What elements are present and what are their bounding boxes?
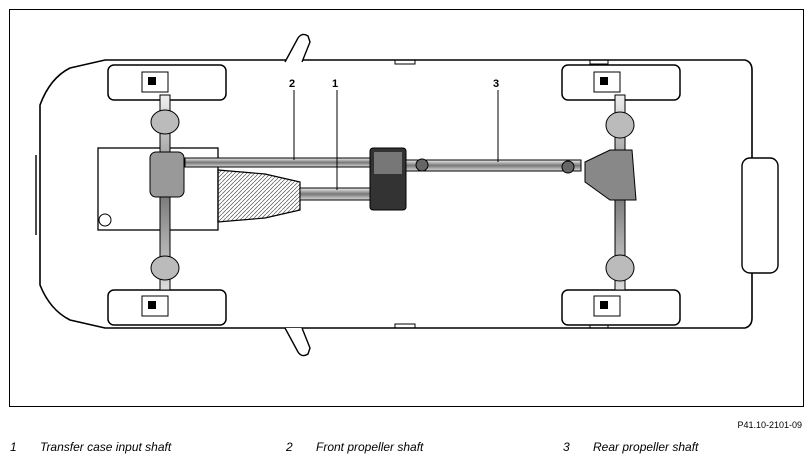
callout-1: 1	[332, 78, 338, 90]
legend-item-1: 1 Transfer case input shaft	[10, 440, 171, 454]
mirror-bottom	[284, 327, 311, 357]
legend-number: 3	[563, 440, 570, 454]
legend-label: Front propeller shaft	[316, 440, 424, 454]
drivetrain-diagram: 1 2 3	[9, 9, 804, 407]
rear-propeller-shaft	[405, 159, 582, 172]
legend-number: 2	[286, 440, 293, 454]
legend-label: Transfer case input shaft	[40, 440, 172, 454]
mirror-top	[284, 33, 311, 63]
front-axle	[149, 94, 185, 291]
transfer-case-input-shaft	[299, 187, 371, 201]
legend-item-3: 3 Rear propeller shaft	[563, 440, 698, 454]
legend-number: 1	[10, 440, 17, 454]
vehicle-drivetrain-illustration: 1 2 3	[35, 33, 779, 357]
spare-wheel	[741, 157, 779, 274]
transmission	[217, 169, 301, 223]
figure-reference-code: P41.10-2101-09	[737, 420, 802, 430]
vehicle-body-outline	[39, 59, 753, 329]
legend-item-2: 2 Front propeller shaft	[286, 440, 423, 454]
legend-label: Rear propeller shaft	[593, 440, 699, 454]
transfer-case	[369, 147, 407, 211]
legend: 1 Transfer case input shaft 2 Front propel…	[0, 440, 812, 460]
front-propeller-shaft	[184, 157, 376, 168]
wheel-rear-right	[561, 289, 681, 326]
wheel-rear-left	[561, 64, 681, 101]
wheel-front-right	[107, 289, 227, 326]
rear-axle	[584, 94, 637, 291]
callout-3: 3	[493, 78, 499, 90]
callout-2: 2	[289, 78, 295, 90]
